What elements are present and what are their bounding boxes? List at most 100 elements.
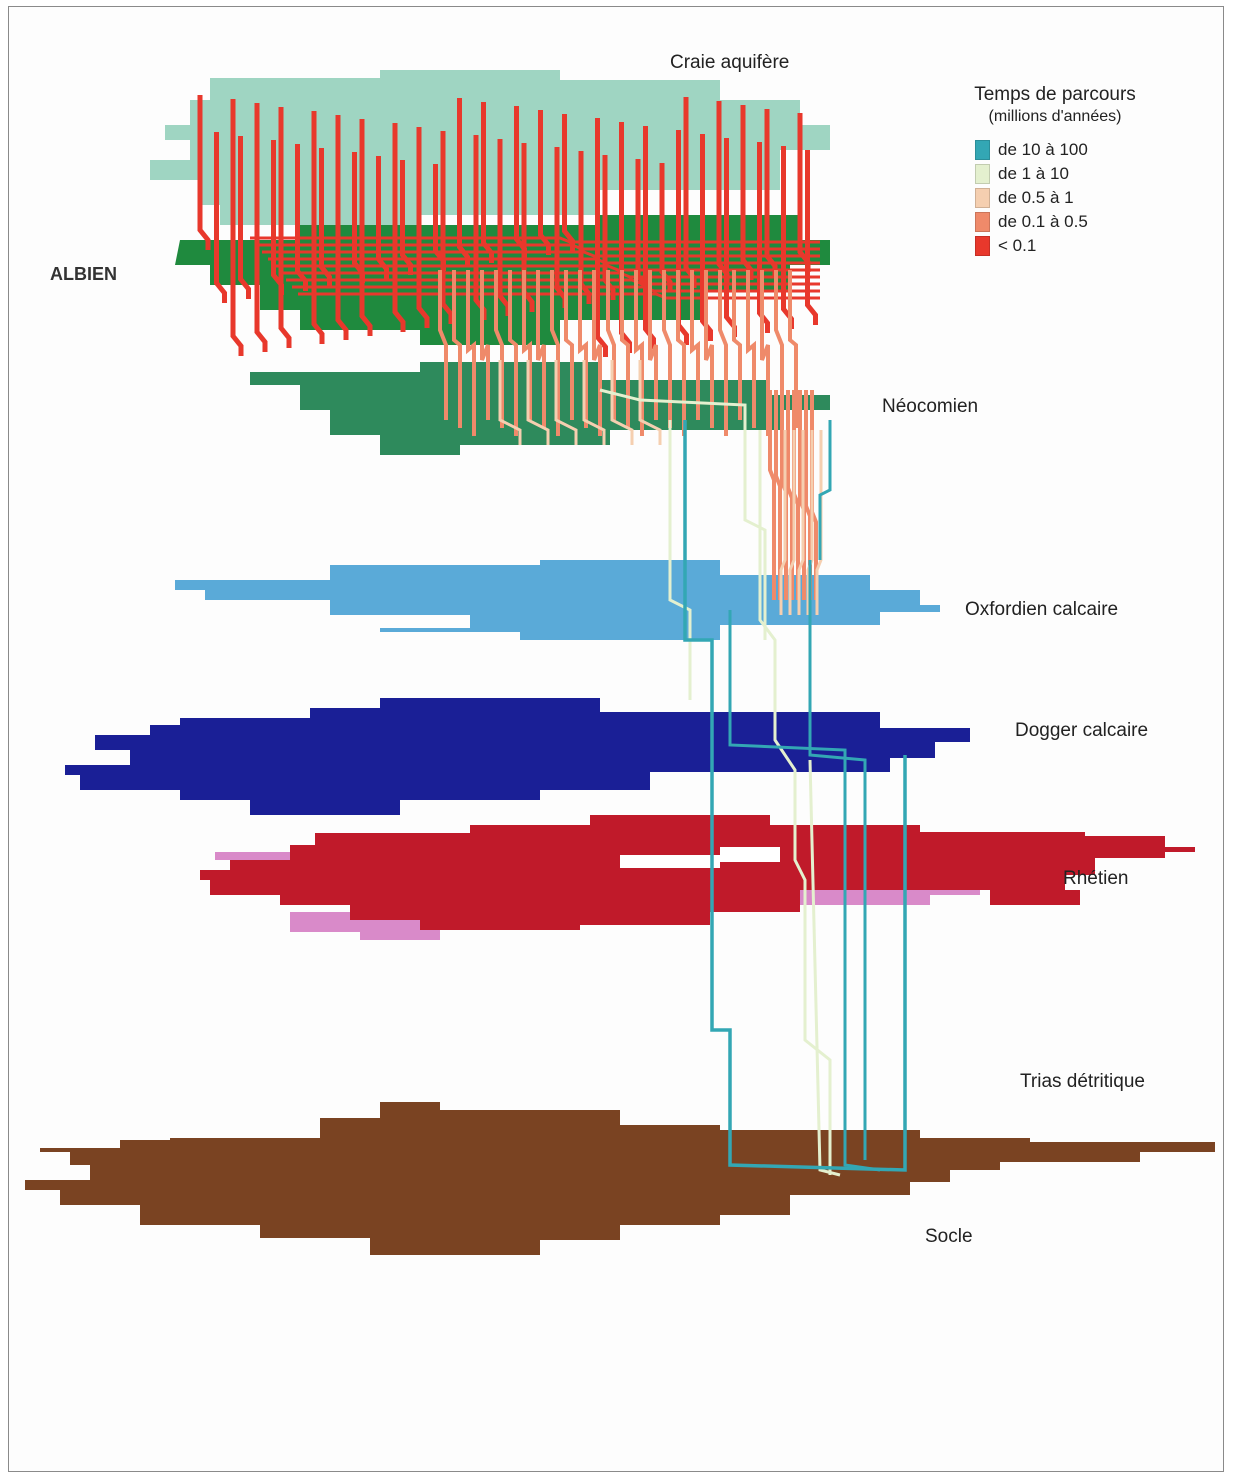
layer-label-rhetien: Rhétien	[1063, 868, 1129, 889]
flow-path-lt-0.1	[416, 127, 430, 328]
layer-label-albien: ALBIEN	[50, 264, 117, 284]
flow-path-0.1-0.5	[522, 270, 532, 420]
flow-path-lt-0.1	[676, 130, 689, 345]
flow-path-lt-0.1	[335, 115, 349, 340]
flow-path-lt-0.1	[268, 257, 820, 265]
flow-path-lt-0.1	[311, 111, 325, 344]
flow-path-0.1-0.5	[732, 270, 742, 420]
legend-label: de 10 à 100	[998, 140, 1088, 159]
layer-label-craie: Craie aquifère	[670, 52, 790, 73]
layer-label-dogger: Dogger calcaire	[1015, 720, 1149, 741]
legend-label: de 0.1 à 0.5	[998, 212, 1088, 231]
legend-item: de 10 à 100	[975, 138, 1155, 162]
flow-path-1-10	[668, 420, 692, 700]
flow-path-10-100	[728, 610, 881, 1172]
flow-path-lt-0.1	[262, 250, 820, 258]
legend-item: < 0.1	[975, 234, 1155, 258]
flow-path-lt-0.1	[538, 110, 551, 255]
flow-path-lt-0.1	[440, 131, 454, 324]
legend-subtitle: (millions d'années)	[988, 108, 1122, 125]
flow-path-0.1-0.5	[634, 270, 644, 436]
flow-path-lt-0.1	[392, 123, 406, 332]
flow-path-0.1-0.5	[508, 270, 518, 436]
particle-flow-paths	[197, 95, 907, 1177]
layer-label-oxfordien: Oxfordien calcaire	[965, 599, 1119, 620]
flow-path-lt-0.1	[298, 292, 820, 300]
flow-path-0.1-0.5	[718, 270, 728, 436]
legend-swatch	[975, 164, 990, 184]
flow-path-0.1-0.5	[788, 270, 798, 428]
flow-path-0.1-0.5	[774, 270, 784, 420]
flow-path-lt-0.1	[250, 236, 820, 244]
flow-path-0.5-1	[554, 360, 578, 445]
flow-path-0.1-0.5	[438, 270, 448, 420]
flow-path-0.1-0.5	[662, 270, 672, 428]
flow-path-0.1-0.5	[550, 270, 560, 436]
flow-path-1-10	[599, 388, 767, 640]
legend-swatch	[975, 140, 990, 160]
flow-path-0.1-0.5	[578, 270, 588, 428]
flow-path-10-100	[808, 560, 867, 1160]
flow-path-0.1-0.5	[452, 270, 462, 428]
layer-label-socle: Socle	[925, 1226, 973, 1247]
flow-path-0.1-0.5	[564, 270, 574, 420]
flow-path-lt-0.1	[238, 136, 251, 299]
flow-path-0.1-0.5	[704, 270, 714, 428]
flow-path-lt-0.1	[521, 143, 535, 312]
flow-path-lt-0.1	[359, 119, 373, 336]
flow-path-0.1-0.5	[746, 270, 756, 428]
flow-path-0.1-0.5	[774, 390, 782, 600]
flow-path-lt-0.1	[197, 95, 211, 250]
flow-path-0.1-0.5	[480, 270, 490, 420]
flow-path-lt-0.1	[256, 243, 820, 251]
flow-path-0.1-0.5	[620, 270, 630, 428]
flow-path-0.1-0.5	[804, 390, 812, 600]
flow-path-lt-0.1	[280, 271, 820, 279]
flow-path-lt-0.1	[595, 118, 608, 357]
legend-swatch	[975, 236, 990, 256]
legend-label: de 1 à 10	[998, 164, 1069, 183]
layer-slab-neocomien	[250, 362, 830, 455]
legend-title: Temps de parcours	[974, 84, 1136, 105]
flow-path-1-10	[808, 759, 841, 1177]
flow-path-0.1-0.5	[494, 270, 504, 428]
flow-path-0.5-1	[779, 430, 787, 615]
layer-slab-trias	[620, 847, 780, 868]
flow-path-0.5-1	[526, 360, 550, 445]
flow-path-0.1-0.5	[690, 270, 700, 420]
flow-path-lt-0.1	[278, 107, 292, 348]
flow-path-0.5-1	[788, 430, 796, 615]
legend-label: < 0.1	[998, 236, 1037, 255]
layer-slab-rhetien	[290, 905, 520, 940]
flow-path-lt-0.1	[740, 105, 754, 280]
layer-label-neocomien: Néocomien	[882, 396, 979, 417]
flow-path-lt-0.1	[805, 150, 818, 325]
flow-path-0.5-1	[498, 360, 522, 445]
legend-swatch	[975, 212, 990, 232]
flow-path-lt-0.1	[230, 99, 244, 356]
flow-path-0.1-0.5	[536, 270, 546, 428]
flow-path-0.1-0.5	[606, 270, 616, 420]
legend-label: de 0.5 à 1	[998, 188, 1074, 207]
legend-swatch	[975, 188, 990, 208]
legend: Temps de parcours (millions d'années) de…	[955, 84, 1155, 258]
flow-path-10-100	[818, 420, 832, 560]
legend-item: de 0.1 à 0.5	[975, 210, 1155, 234]
flow-path-0.1-0.5	[648, 270, 658, 420]
flow-path-0.5-1	[638, 360, 662, 445]
layer-label-trias: Trias détritique	[1020, 1071, 1145, 1092]
layer-slab-oxfordien	[175, 560, 940, 640]
flow-path-0.1-0.5	[786, 390, 794, 600]
legend-item: de 1 à 10	[975, 162, 1155, 186]
flow-path-0.5-1	[610, 360, 634, 445]
flow-path-lt-0.1	[578, 151, 592, 304]
layer-slab-socle	[25, 1102, 1215, 1255]
flow-path-0.1-0.5	[466, 270, 476, 436]
flow-path-0.1-0.5	[768, 390, 776, 600]
layer-slab-dogger	[65, 698, 970, 815]
flow-path-0.5-1	[582, 360, 606, 445]
layer-slab-trias	[200, 815, 1195, 930]
legend-item: de 0.5 à 1	[975, 186, 1155, 210]
flow-path-lt-0.1	[214, 132, 227, 303]
